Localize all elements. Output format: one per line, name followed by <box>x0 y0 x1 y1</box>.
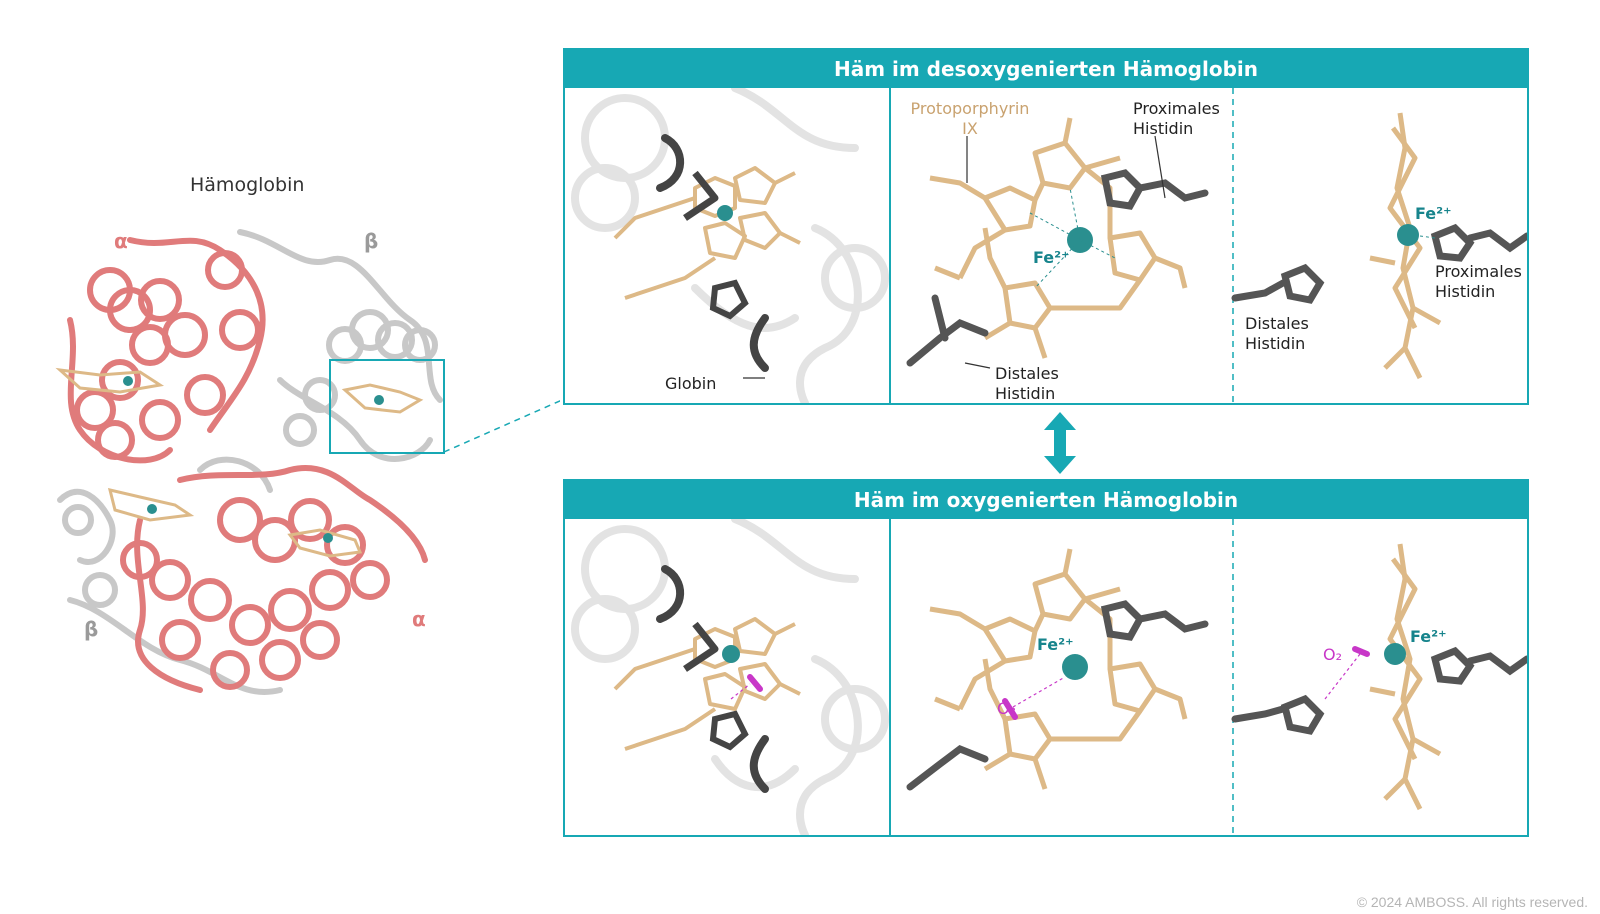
deoxy-panel: Globin Protoporphyrin IX Proximales Hist… <box>563 86 1529 405</box>
side-distal-label-2: Histidin <box>1245 334 1306 353</box>
deoxy-header: Häm im desoxygenierten Hämoglobin <box>563 48 1529 88</box>
alpha-label-top: α <box>114 229 128 253</box>
hemoglobin-overview <box>55 229 560 695</box>
zoom-connector <box>443 400 560 453</box>
iron-atoms <box>123 376 333 543</box>
side-proximal-label-1: Proximales <box>1435 262 1522 281</box>
oxy-fe-label: Fe²⁺ <box>1037 635 1074 654</box>
oxy-header: Häm im oxygenierten Hämoglobin <box>563 479 1529 519</box>
beta-label-top: β <box>364 229 379 253</box>
oxy-side-fe-label: Fe²⁺ <box>1410 627 1447 646</box>
zoom-heme <box>341 383 424 414</box>
oxy-panel-art <box>571 519 1527 835</box>
double-arrow-icon <box>1044 412 1076 474</box>
distal-label-2: Histidin <box>995 384 1056 403</box>
copyright-notice: © 2024 AMBOSS. All rights reserved. <box>1356 894 1588 910</box>
zoom-box <box>329 359 445 454</box>
distal-label-1: Distales <box>995 364 1059 383</box>
deoxy-globin-tubes <box>571 88 889 403</box>
proximal-label-1: Proximales <box>1133 99 1220 118</box>
deoxy-iron-side <box>1397 224 1419 246</box>
side-fe-label: Fe²⁺ <box>1415 204 1452 223</box>
overview-title: Hämoglobin <box>190 174 305 196</box>
globin-dark-segment <box>656 134 685 192</box>
globin-dark-segment-2 <box>749 314 769 372</box>
oxy-side-o2-label: O₂ <box>1323 645 1343 664</box>
oxy-o2-label: O₂ <box>997 699 1017 718</box>
heme-groups <box>55 367 363 558</box>
protoporphyrin-label-1: Protoporphyrin <box>910 99 1030 118</box>
alpha-chain <box>67 237 428 693</box>
deoxy-iron-1 <box>717 205 733 221</box>
beta-chain <box>57 229 443 695</box>
alpha-label-bottom: α <box>412 607 426 631</box>
fe-label: Fe²⁺ <box>1033 248 1070 267</box>
globin-label: Globin <box>665 374 717 393</box>
oxy-panel: Fe²⁺ O₂ Fe²⁺ O₂ <box>563 517 1529 837</box>
protoporphyrin-label-2: IX <box>962 119 978 138</box>
beta-label-bottom: β <box>84 617 99 641</box>
proximal-label-2: Histidin <box>1133 119 1194 138</box>
deoxy-heme-2 <box>929 117 1188 359</box>
side-distal-label-1: Distales <box>1245 314 1309 333</box>
side-proximal-label-2: Histidin <box>1435 282 1496 301</box>
deoxy-panel-art <box>571 88 1527 403</box>
